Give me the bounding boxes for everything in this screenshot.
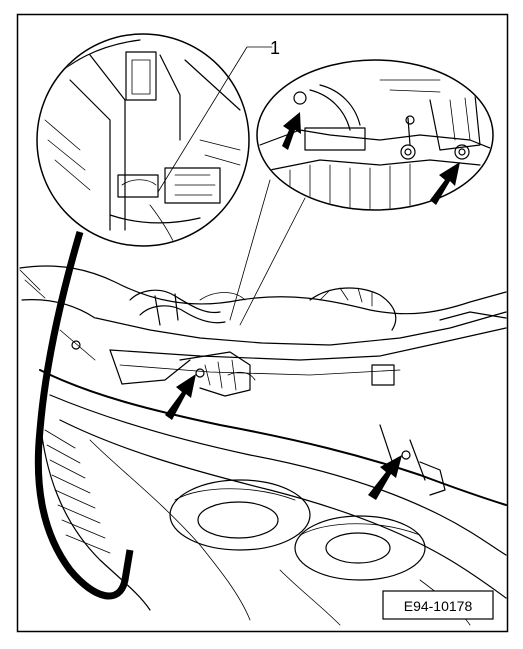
detail-view-right <box>256 59 494 211</box>
arrow-markers <box>165 112 460 500</box>
arrow-marker <box>430 162 460 205</box>
arrow-marker <box>282 112 301 150</box>
callout-1-leader <box>157 46 273 193</box>
figure-id-box <box>382 590 494 620</box>
arrow-marker <box>368 455 402 500</box>
detail-view-left <box>36 33 250 247</box>
figure-id: E94-10178 <box>404 598 473 614</box>
arrow-marker <box>165 374 196 420</box>
detail-connector-curve <box>34 231 134 600</box>
callout-1-label: 1 <box>270 38 280 58</box>
headlight-assembly <box>19 265 507 626</box>
detail-connector-lines <box>229 179 306 326</box>
